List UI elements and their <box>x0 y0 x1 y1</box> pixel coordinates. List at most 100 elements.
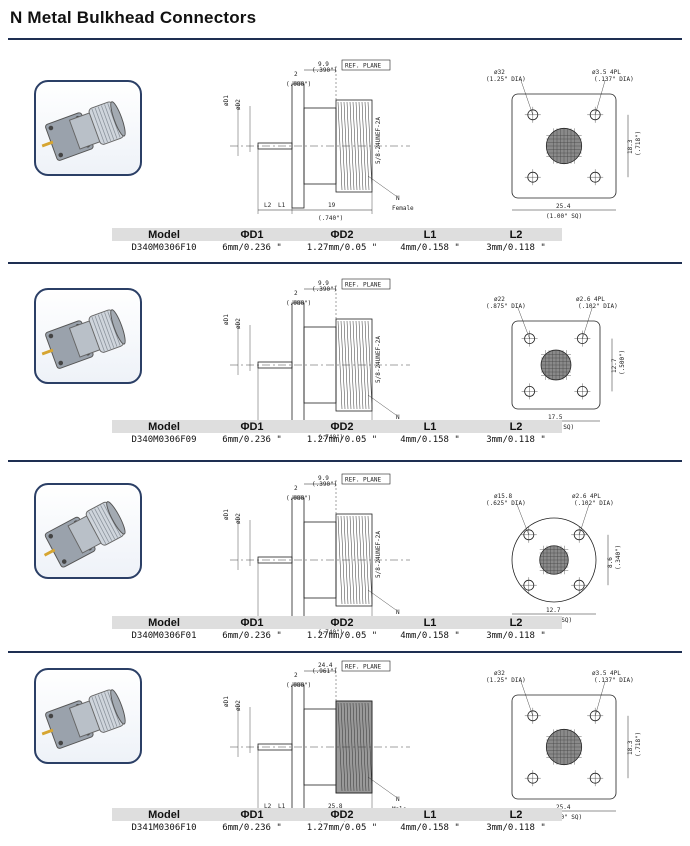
l1-header: L1 <box>423 421 437 433</box>
gender-label: Female <box>392 205 414 212</box>
l2-label: L2 <box>264 803 272 810</box>
hole-dia-label: ø2.6 4PL <box>572 493 601 500</box>
side-view: 9.9(.390")2(.080")REF. PLANE5/8-24UNEF-2… <box>223 59 414 222</box>
circle-dia-inch-label: (1.25" DIA) <box>486 76 526 83</box>
front-view: ø32(1.25" DIA)ø3.5 4PL(.137" DIA)18.3(.7… <box>486 670 642 821</box>
side-dim-inch-label: (.718") <box>635 732 642 757</box>
model-header: Model <box>148 617 180 629</box>
dim-small-inch-label: (.080") <box>286 300 311 307</box>
l1-cell: 4mm/0.158 " <box>400 823 460 833</box>
technical-drawing: 9.9(.390")2(.080")REF. PLANE5/8-24UNEF-2… <box>223 473 622 636</box>
section-divider <box>8 262 682 264</box>
model-cell: D340M0306F01 <box>131 631 197 641</box>
title-divider <box>8 38 682 40</box>
side-view: 9.9(.390")2(.080")REF. PLANE5/8-24UNEF-2… <box>223 278 414 441</box>
n-label: N <box>396 796 400 803</box>
model-cell: D341M0306F10 <box>131 823 197 833</box>
n-label: N <box>396 414 400 421</box>
side-dim-label: 18.3 <box>627 740 634 755</box>
n-label: N <box>396 195 400 202</box>
page-title: N Metal Bulkhead Connectors <box>10 8 257 27</box>
model-header: Model <box>148 421 180 433</box>
d2-cell: 1.27mm/0.05 " <box>306 243 378 253</box>
hole-dia-inch-label: (.137" DIA) <box>594 677 634 684</box>
base-dim-label: 25.4 <box>556 203 571 210</box>
base-dim-label: 12.7 <box>546 607 561 614</box>
dim-small-label: 2 <box>294 672 298 679</box>
l1-label: L1 <box>278 202 286 209</box>
l1-cell: 4mm/0.158 " <box>400 243 460 253</box>
dim-top-label: 9.9 <box>318 61 329 68</box>
d1-cell: 6mm/0.236 " <box>222 243 282 253</box>
l1-cell: 4mm/0.158 " <box>400 435 460 445</box>
hole-dia-inch-label: (.102" DIA) <box>578 303 618 310</box>
l2-header: L2 <box>509 809 523 821</box>
connector-photo-icon <box>41 689 126 749</box>
side-view: 9.9(.390")2(.080")REF. PLANE5/8-24UNEF-2… <box>223 473 414 636</box>
dim-top-inch-label: (.390") <box>312 286 337 293</box>
length-label: 25.8 <box>328 803 343 810</box>
dim-top-label: 24.4 <box>318 662 333 669</box>
d2-cell: 1.27mm/0.05 " <box>306 631 378 641</box>
l2-header: L2 <box>509 617 523 629</box>
d2-label: øD2 <box>235 513 242 524</box>
base-dim-inch-label: (1.00" SQ) <box>546 213 582 220</box>
technical-drawing: 9.9(.390")2(.080")REF. PLANE5/8-24UNEF-2… <box>223 59 642 222</box>
d1-header: ΦD1 <box>240 809 264 821</box>
d1-cell: 6mm/0.236 " <box>222 631 282 641</box>
d2-cell: 1.27mm/0.05 " <box>306 435 378 445</box>
dim-top-label: 9.9 <box>318 280 329 287</box>
l1-header: L1 <box>423 617 437 629</box>
connector-photo-icon <box>41 101 126 161</box>
section-divider <box>8 651 682 653</box>
circle-dia-label: ø32 <box>494 69 505 76</box>
hole-dia-label: ø3.5 4PL <box>592 670 621 677</box>
hole-dia-inch-label: (.102" DIA) <box>574 500 614 507</box>
circle-dia-label: ø32 <box>494 670 505 677</box>
length-inch-label: (.740") <box>318 629 343 636</box>
circle-dia-inch-label: (.875" DIA) <box>486 303 526 310</box>
thread-label: 5/8-24UNEF-2A <box>375 531 382 578</box>
model-header: Model <box>148 229 180 241</box>
d2-header: ΦD2 <box>330 229 354 241</box>
dim-small-label: 2 <box>294 71 298 78</box>
l1-header: L1 <box>423 809 437 821</box>
circle-dia-label: ø22 <box>494 296 505 303</box>
technical-drawing: 24.4(.961")2(.080")REF. PLANENMaleL2L125… <box>223 660 642 823</box>
l2-cell: 3mm/0.118 " <box>486 243 546 253</box>
dim-small-label: 2 <box>294 485 298 492</box>
side-dim-label: 18.3 <box>627 139 634 154</box>
thread-label: 5/8-24UNEF-2A <box>375 117 382 164</box>
d1-header: ΦD1 <box>240 421 264 433</box>
front-view: ø32(1.25" DIA) ø3.5 4PL(.137" DIA) 18.3(.7… <box>486 69 642 220</box>
l2-cell: 3mm/0.118 " <box>486 435 546 445</box>
dim-small-inch-label: (.080") <box>286 495 311 502</box>
d1-cell: 6mm/0.236 " <box>222 435 282 445</box>
dim-top-inch-label: (.961") <box>312 668 337 675</box>
side-dim-inch-label: (.718") <box>635 131 642 156</box>
d2-header: ΦD2 <box>330 617 354 629</box>
length-label: 19 <box>328 202 336 209</box>
front-view: ø15.8(.625" DIA)ø2.6 4PL(.102" DIA)8.6(.… <box>486 493 622 624</box>
dim-top-label: 9.9 <box>318 475 329 482</box>
l1-header: L1 <box>423 229 437 241</box>
dim-small-label: 2 <box>294 290 298 297</box>
hole-dia-inch-label: (.137" DIA) <box>594 76 634 83</box>
thread-label: 5/8-24UNEF-2A <box>375 336 382 383</box>
hole-dia-label: ø3.5 4PL <box>592 69 621 76</box>
d1-cell: 6mm/0.236 " <box>222 823 282 833</box>
side-dim-inch-label: (.340") <box>615 545 622 570</box>
d1-label: øD1 <box>223 95 230 106</box>
circle-dia-inch-label: (.625" DIA) <box>486 500 526 507</box>
side-dim-label: 12.7 <box>611 358 618 373</box>
d1-header: ΦD1 <box>240 617 264 629</box>
l2-header: L2 <box>509 229 523 241</box>
